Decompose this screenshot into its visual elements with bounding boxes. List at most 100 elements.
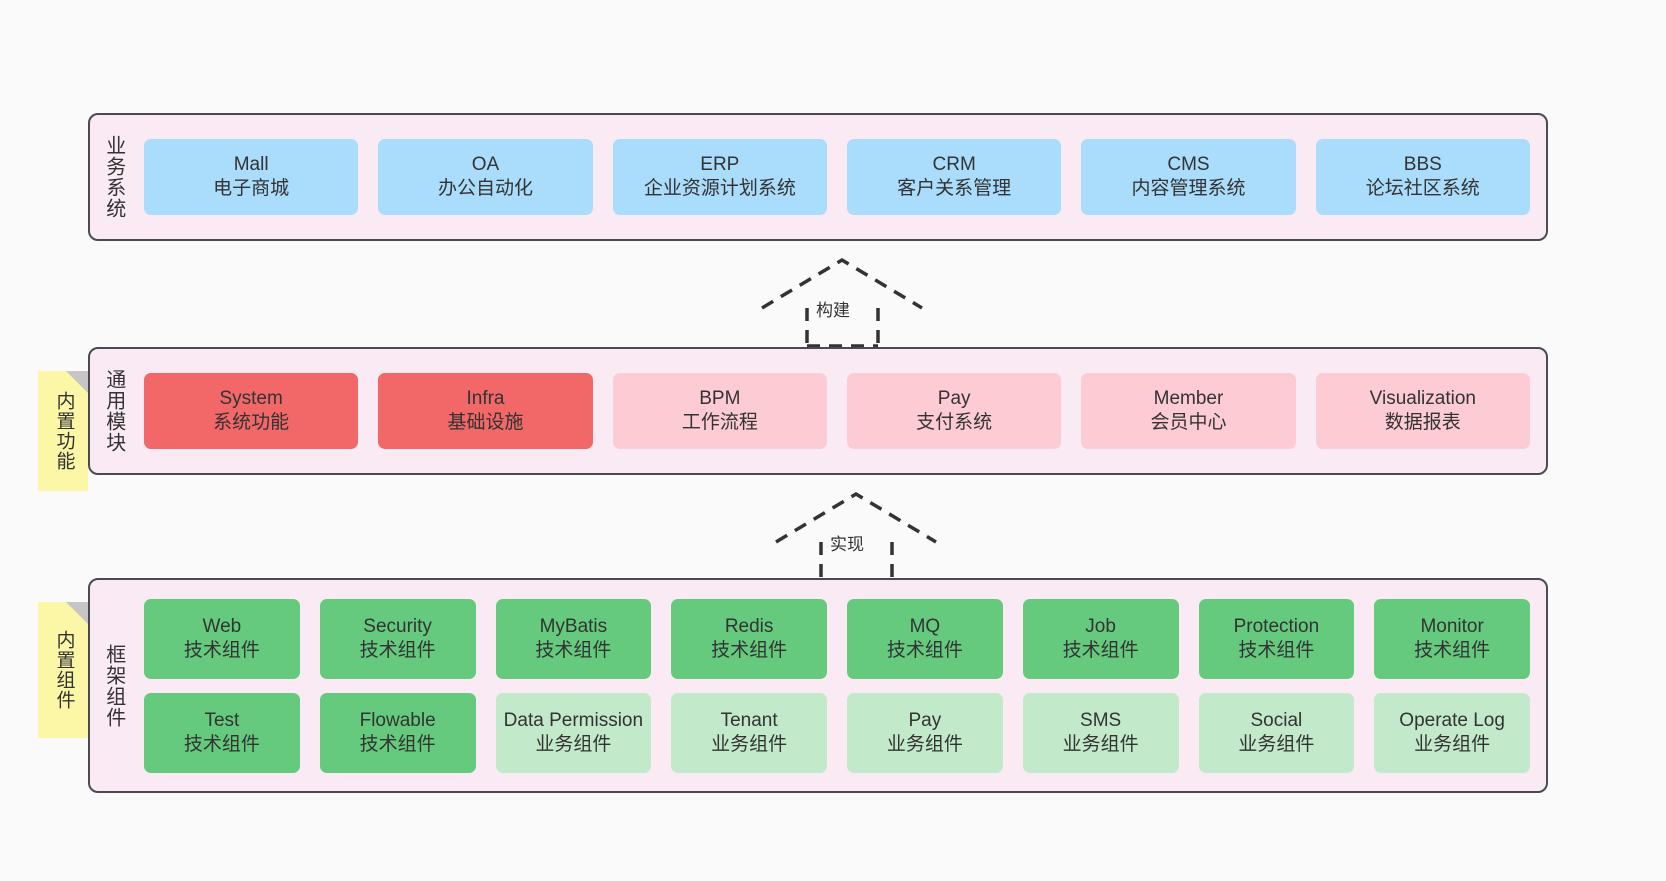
node-pay-component[interactable]: Pay 业务组件 [847,692,1003,773]
node-member[interactable]: Member 会员中心 [1081,373,1296,449]
layer-common-modules[interactable]: 通用模块 System 系统功能 Infra 基础设施 BPM 工作流程 Pay… [88,347,1548,475]
framework-tech-row: Web 技术组件 Security 技术组件 MyBatis 技术组件 Redi… [144,598,1530,679]
node-security-cn: 技术组件 [359,639,436,661]
node-protection-en: Protection [1233,615,1320,637]
node-monitor-cn: 技术组件 [1414,639,1491,661]
node-member-en: Member [1153,388,1224,410]
node-protection-cn: 技术组件 [1238,639,1315,661]
node-pay-component-cn: 业务组件 [886,733,963,755]
node-bbs-cn: 论坛社区系统 [1365,178,1480,199]
note-fold-icon [66,602,88,624]
node-cms-cn: 内容管理系统 [1131,178,1246,199]
node-bpm-en: BPM [699,388,741,410]
node-test-cn: 技术组件 [183,733,260,755]
node-data-permission-cn: 业务组件 [535,733,612,755]
node-infra-en: Infra [466,388,505,410]
common-node-row: System 系统功能 Infra 基础设施 BPM 工作流程 Pay 支付系统… [144,373,1530,449]
arrow-implement-label: 实现 [828,530,866,555]
layer-business-systems[interactable]: 业务系统 Mall 电子商城 OA 办公自动化 ERP 企业资源计划系统 CRM… [88,113,1548,241]
node-mq-cn: 技术组件 [886,639,963,661]
node-erp[interactable]: ERP 企业资源计划系统 [612,139,827,215]
note-fold-icon [66,371,88,393]
node-bbs-en: BBS [1403,154,1442,176]
node-bpm[interactable]: BPM 工作流程 [612,373,827,449]
node-system-cn: 系统功能 [213,412,290,433]
node-visualization[interactable]: Visualization 数据报表 [1315,373,1530,449]
node-monitor-en: Monitor [1420,615,1484,637]
node-bbs[interactable]: BBS 论坛社区系统 [1315,139,1530,215]
node-job-en: Job [1085,615,1116,637]
node-crm-en: CRM [932,154,976,176]
node-redis-en: Redis [724,615,774,637]
node-crm-cn: 客户关系管理 [897,178,1012,199]
node-web-cn: 技术组件 [183,639,260,661]
node-flowable-cn: 技术组件 [359,733,436,755]
node-cms[interactable]: CMS 内容管理系统 [1081,139,1296,215]
node-operate-log[interactable]: Operate Log 业务组件 [1374,692,1530,773]
node-sms-en: SMS [1080,709,1122,731]
node-erp-en: ERP [700,154,740,176]
node-tenant-en: Tenant [720,709,778,731]
node-redis-cn: 技术组件 [711,639,788,661]
note-builtin-function-label: 内置功能 [53,391,75,471]
arrow-build-head-icon [761,257,923,310]
node-member-cn: 会员中心 [1150,412,1227,433]
node-pay-module-en: Pay [937,388,971,410]
node-mq-en: MQ [909,615,941,637]
node-pay-module[interactable]: Pay 支付系统 [846,373,1062,449]
node-visualization-cn: 数据报表 [1384,412,1461,433]
node-mybatis[interactable]: MyBatis 技术组件 [495,598,652,679]
node-erp-cn: 企业资源计划系统 [643,178,796,199]
node-social[interactable]: Social 业务组件 [1198,692,1355,773]
node-operate-log-en: Operate Log [1399,709,1505,731]
node-social-cn: 业务组件 [1238,733,1315,755]
node-oa[interactable]: OA 办公自动化 [378,139,593,215]
layer-framework-title: 框架组件 [102,643,125,728]
node-protection[interactable]: Protection 技术组件 [1198,598,1355,679]
node-flowable[interactable]: Flowable 技术组件 [319,692,476,773]
node-tenant[interactable]: Tenant 业务组件 [671,692,827,773]
note-builtin-component[interactable]: 内置组件 [38,602,88,738]
arrow-implement-head-icon [775,491,937,544]
node-data-permission[interactable]: Data Permission 业务组件 [495,692,652,773]
node-oa-cn: 办公自动化 [437,178,533,199]
node-tenant-cn: 业务组件 [711,733,788,755]
node-test[interactable]: Test 技术组件 [144,692,300,773]
node-flowable-en: Flowable [359,709,436,731]
node-mybatis-en: MyBatis [539,615,608,637]
layer-business-title: 业务系统 [102,135,125,219]
node-cms-en: CMS [1167,154,1210,176]
node-web-en: Web [202,615,242,637]
node-mall[interactable]: Mall 电子商城 [144,139,359,215]
node-data-permission-en: Data Permission [503,709,644,731]
arrow-build: 构建 [752,257,932,348]
node-monitor[interactable]: Monitor 技术组件 [1374,598,1530,679]
layer-business-body: Mall 电子商城 OA 办公自动化 ERP 企业资源计划系统 CRM 客户关系… [136,115,1546,239]
node-crm[interactable]: CRM 客户关系管理 [846,139,1062,215]
node-mall-cn: 电子商城 [213,178,290,199]
note-builtin-component-label: 内置组件 [53,630,75,710]
node-mq[interactable]: MQ 技术组件 [847,598,1003,679]
node-system[interactable]: System 系统功能 [144,373,359,449]
layer-framework-components[interactable]: 框架组件 Web 技术组件 Security 技术组件 MyBatis 技术组件… [88,578,1548,793]
node-mall-en: Mall [233,154,269,176]
node-infra[interactable]: Infra 基础设施 [378,373,593,449]
node-security-en: Security [363,615,432,637]
node-social-en: Social [1250,709,1303,731]
node-security[interactable]: Security 技术组件 [319,598,476,679]
node-visualization-en: Visualization [1369,388,1476,410]
node-sms-cn: 业务组件 [1062,733,1139,755]
node-bpm-cn: 工作流程 [681,412,758,433]
layer-common-body: System 系统功能 Infra 基础设施 BPM 工作流程 Pay 支付系统… [136,349,1546,473]
arrow-build-label: 构建 [814,296,852,321]
node-job[interactable]: Job 技术组件 [1022,598,1179,679]
node-pay-component-en: Pay [908,709,942,731]
node-test-en: Test [204,709,240,731]
node-operate-log-cn: 业务组件 [1414,733,1491,755]
node-job-cn: 技术组件 [1062,639,1139,661]
note-builtin-function[interactable]: 内置功能 [38,371,88,491]
node-web[interactable]: Web 技术组件 [144,598,300,679]
node-sms[interactable]: SMS 业务组件 [1022,692,1179,773]
node-redis[interactable]: Redis 技术组件 [671,598,827,679]
